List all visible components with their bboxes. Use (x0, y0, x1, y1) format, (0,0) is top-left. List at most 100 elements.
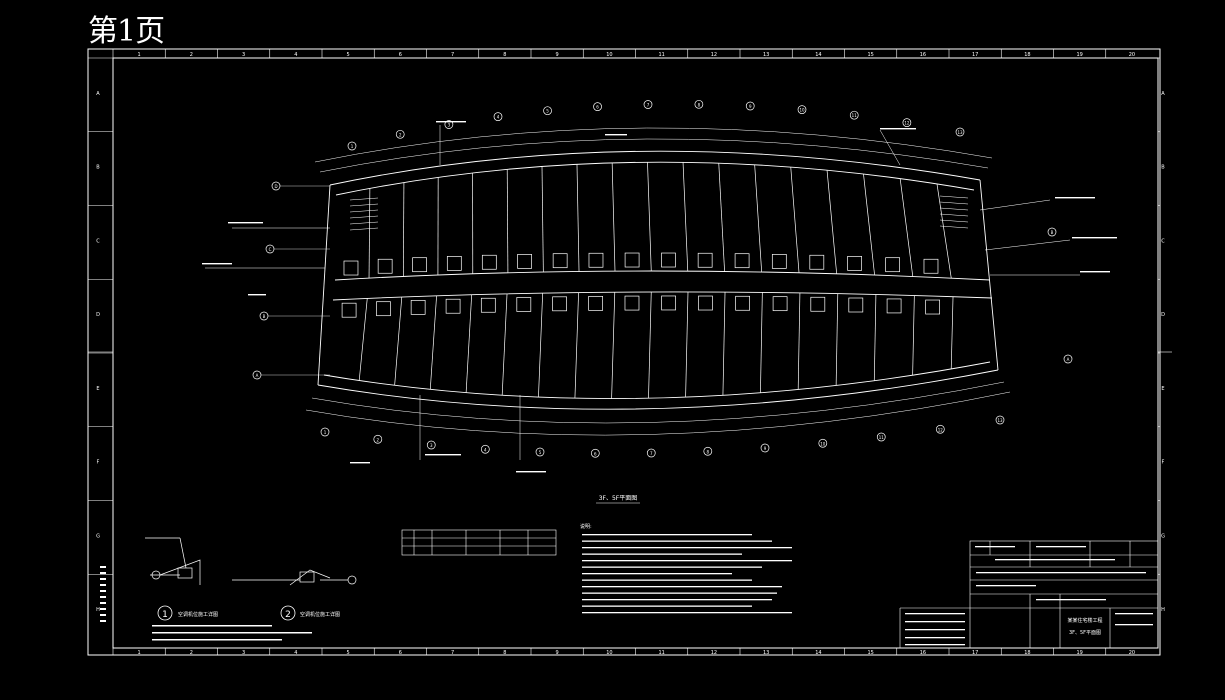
left-scale-marks (100, 566, 106, 622)
axis-bubble-top-label: 7 (647, 103, 650, 108)
drawing-title: 3F、5F平面图 (599, 495, 638, 502)
zone-column-label-bottom: 11 (658, 650, 664, 656)
bathroom-blocks (341, 252, 940, 318)
axis-bubble-bottom (646, 448, 656, 458)
axis-bubble-bottom (320, 427, 330, 437)
stair-left (349, 197, 379, 231)
axis-bubble-bottom-label: 7 (650, 451, 653, 456)
sheet-border (87, 48, 1161, 656)
axis-bubble-bottom (876, 432, 886, 442)
minor-annotations (202, 121, 1117, 473)
lower-left-notes (152, 625, 312, 641)
axis-bubble-bottom-label: 2 (377, 437, 380, 442)
zone-column-label-bottom: 6 (399, 650, 402, 656)
zone-column-label-bottom: 19 (1076, 650, 1082, 656)
notes-heading: 说明: (580, 523, 592, 530)
detail-2 (232, 569, 357, 586)
axis-bubble-bottom (535, 447, 545, 457)
left-end-wall (317, 184, 331, 386)
zone-column-label-top: 3 (242, 52, 245, 58)
zone-row-label-left: F (97, 460, 100, 466)
axis-bubble-bottom-label: 1 (324, 430, 327, 435)
title-block-project: 某某住宅楼工程 (1067, 617, 1102, 624)
dimension-arc-bottom-2 (305, 391, 1011, 436)
zone-column-label-bottom: 1 (138, 650, 141, 656)
zone-column-label-bottom: 17 (972, 650, 978, 656)
zone-row-label-right: D (1161, 312, 1165, 318)
zone-row-label-right: A (1161, 91, 1165, 97)
zone-column-label-top: 10 (606, 52, 612, 58)
letter-axis-bubble (1063, 354, 1073, 364)
detail-1 (145, 537, 201, 585)
axis-bubble-top (593, 102, 602, 111)
axis-bubble-top (395, 129, 405, 139)
zone-column-label-bottom: 7 (451, 650, 454, 656)
axis-bubble-bottom (760, 443, 770, 453)
zone-row-label-left: D (96, 312, 100, 318)
axis-bubble-bottom (703, 446, 713, 456)
title-block-sheet-name: 3F、5F平面图 (1069, 630, 1101, 636)
axis-bubble-bottom-label: 13 (997, 418, 1003, 423)
zone-column-label-top: 4 (294, 52, 297, 58)
axis-bubble-top-label: 12 (904, 121, 910, 126)
detail-2-bubble (280, 605, 296, 621)
zone-column-label-top: 9 (556, 52, 559, 58)
axis-bubble-top-label: 13 (957, 130, 963, 135)
zone-column-label-bottom: 20 (1129, 650, 1135, 656)
axis-bubble-top-label: 3 (448, 123, 451, 128)
axis-bubble-top-label: 11 (852, 113, 858, 118)
axis-bubble-top (347, 141, 357, 151)
zone-column-label-top: 14 (815, 52, 821, 58)
page-label: 第1页 (88, 14, 165, 49)
axis-bubble-bottom-label: 11 (879, 435, 885, 440)
dimension-arc-top-1 (319, 138, 989, 173)
axis-bubble-top (745, 101, 755, 111)
zone-row-label-right: H (1161, 607, 1165, 613)
zone-column-label-top: 8 (503, 52, 506, 58)
axis-bubble-bottom-label: 6 (594, 451, 597, 456)
axis-bubble-top (493, 112, 503, 121)
axis-bubble-bottom-label: 5 (539, 450, 542, 455)
zone-row-label-right: B (1161, 165, 1165, 171)
axis-bubble-top (797, 105, 807, 114)
zone-row-label-left: B (96, 165, 100, 171)
schedule-table (401, 529, 557, 556)
zone-row-label-left: H (96, 607, 100, 613)
zone-row-label-left: A (96, 91, 100, 97)
axis-bubble-bottom (373, 434, 383, 444)
zone-column-label-bottom: 8 (503, 650, 506, 656)
axis-bubble-top-label: 1 (351, 144, 354, 149)
zone-column-label-bottom: 4 (294, 650, 297, 656)
zone-column-label-bottom: 5 (347, 650, 350, 656)
zone-column-label-top: 20 (1129, 52, 1135, 58)
axis-bubble-bottom-label: 4 (484, 447, 487, 452)
axis-bubble-bottom (995, 415, 1005, 425)
letter-axis-bubble-label: A (256, 373, 259, 378)
room-partitions (358, 162, 954, 399)
axis-bubble-top (543, 106, 552, 116)
zone-column-label-top: 15 (867, 52, 873, 58)
zone-row-label-right: E (1161, 386, 1164, 392)
axis-bubble-bottom-label: 8 (707, 449, 710, 454)
outer-wall-top (329, 150, 981, 186)
letter-axis-bubble-label: A (1067, 357, 1070, 362)
zone-column-ticks (112, 49, 1107, 655)
zone-column-label-bottom: 3 (242, 650, 245, 656)
axis-bubble-top (694, 99, 704, 109)
zone-column-label-bottom: 16 (920, 650, 926, 656)
corridor-top (334, 270, 991, 281)
dimension-arc-top-2 (314, 127, 993, 163)
zone-row-label-left: C (96, 238, 100, 244)
axis-bubble-bottom-label: 12 (938, 427, 944, 432)
axis-bubble-top-label: 10 (799, 108, 805, 113)
title-block (899, 540, 1159, 649)
axis-bubble-top (643, 100, 653, 109)
zone-column-label-top: 6 (399, 52, 402, 58)
zone-column-label-bottom: 15 (867, 650, 873, 656)
letter-axis-bubble-label: B (263, 314, 266, 319)
detail-2-label: 空调机位施工详图 (300, 611, 340, 618)
leader-annotations (205, 125, 1080, 460)
